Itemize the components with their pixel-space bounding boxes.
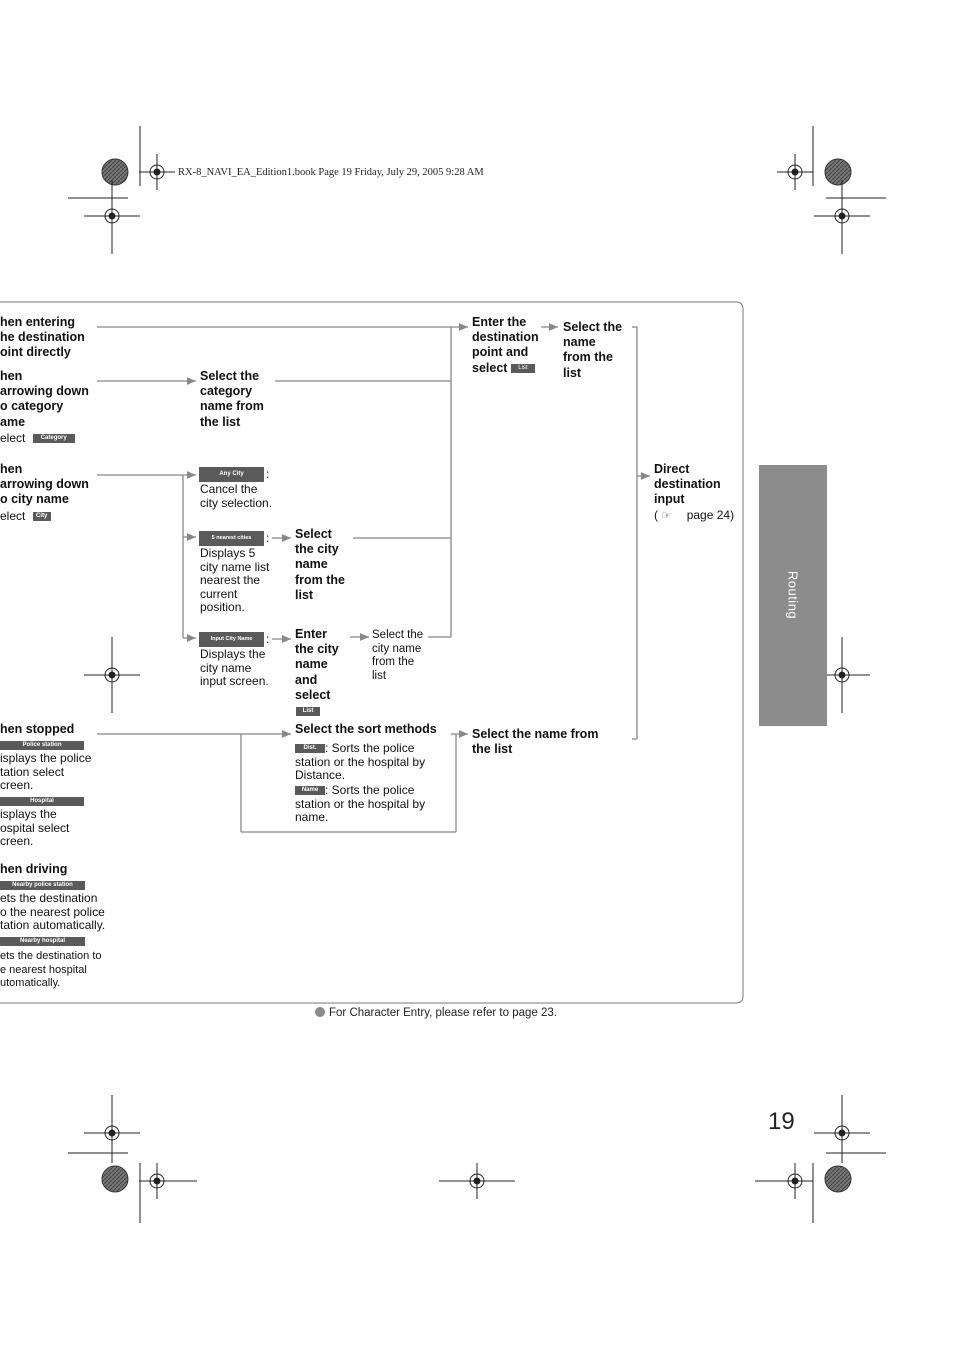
sort-name-desc: Name: Sorts the police station or the ho… bbox=[295, 783, 426, 825]
nearest-cities-button[interactable]: 5 nearest cities bbox=[199, 531, 264, 546]
category-button[interactable]: Category bbox=[32, 434, 75, 444]
list-button-dest[interactable]: List bbox=[510, 363, 535, 373]
select-city-line: elect City bbox=[0, 509, 51, 524]
input-city-name-button[interactable]: Input City Name bbox=[199, 632, 264, 647]
sort-methods-title: Select the sort methods bbox=[295, 722, 437, 736]
when-stopped-label: hen stopped bbox=[0, 722, 75, 736]
any-city-button[interactable]: Any City bbox=[199, 467, 264, 482]
rosette-icon bbox=[101, 158, 852, 1193]
crosshair-icon bbox=[84, 154, 870, 1199]
nearest-cities-colon: : bbox=[266, 531, 270, 545]
header-text: RX-8_NAVI_EA_Edition1.book Page 19 Frida… bbox=[178, 167, 484, 178]
sort-dist-desc: Dist.: Sorts the police station or the h… bbox=[295, 741, 426, 783]
routing-tab-label: Routing bbox=[785, 570, 801, 620]
hospital-button[interactable]: Hospital bbox=[0, 797, 84, 806]
when-driving-label: hen driving bbox=[0, 862, 68, 876]
nearby-hospital-button[interactable]: Nearby hospital bbox=[0, 937, 85, 946]
input-city-colon: : bbox=[266, 632, 270, 646]
police-station-button[interactable]: Police station bbox=[0, 741, 84, 750]
name-button[interactable]: Name bbox=[295, 786, 325, 796]
pointing-hand-icon: ☞ bbox=[661, 510, 672, 522]
page-reference: ( ☞ page 24) bbox=[654, 508, 735, 522]
nearby-police-button[interactable]: Nearby police station bbox=[0, 881, 85, 890]
page-number: 19 bbox=[768, 1108, 795, 1135]
list-button-city[interactable]: List bbox=[296, 707, 320, 716]
city-button[interactable]: City bbox=[32, 512, 51, 522]
routing-side-tab: Routing bbox=[759, 465, 827, 726]
dist-button[interactable]: Dist. bbox=[295, 744, 325, 754]
bullet-icon bbox=[315, 1007, 325, 1017]
select-category-line: elect Category bbox=[0, 431, 75, 446]
any-city-colon: : bbox=[266, 467, 270, 481]
footer-note: For Character Entry, please refer to pag… bbox=[315, 1007, 557, 1019]
